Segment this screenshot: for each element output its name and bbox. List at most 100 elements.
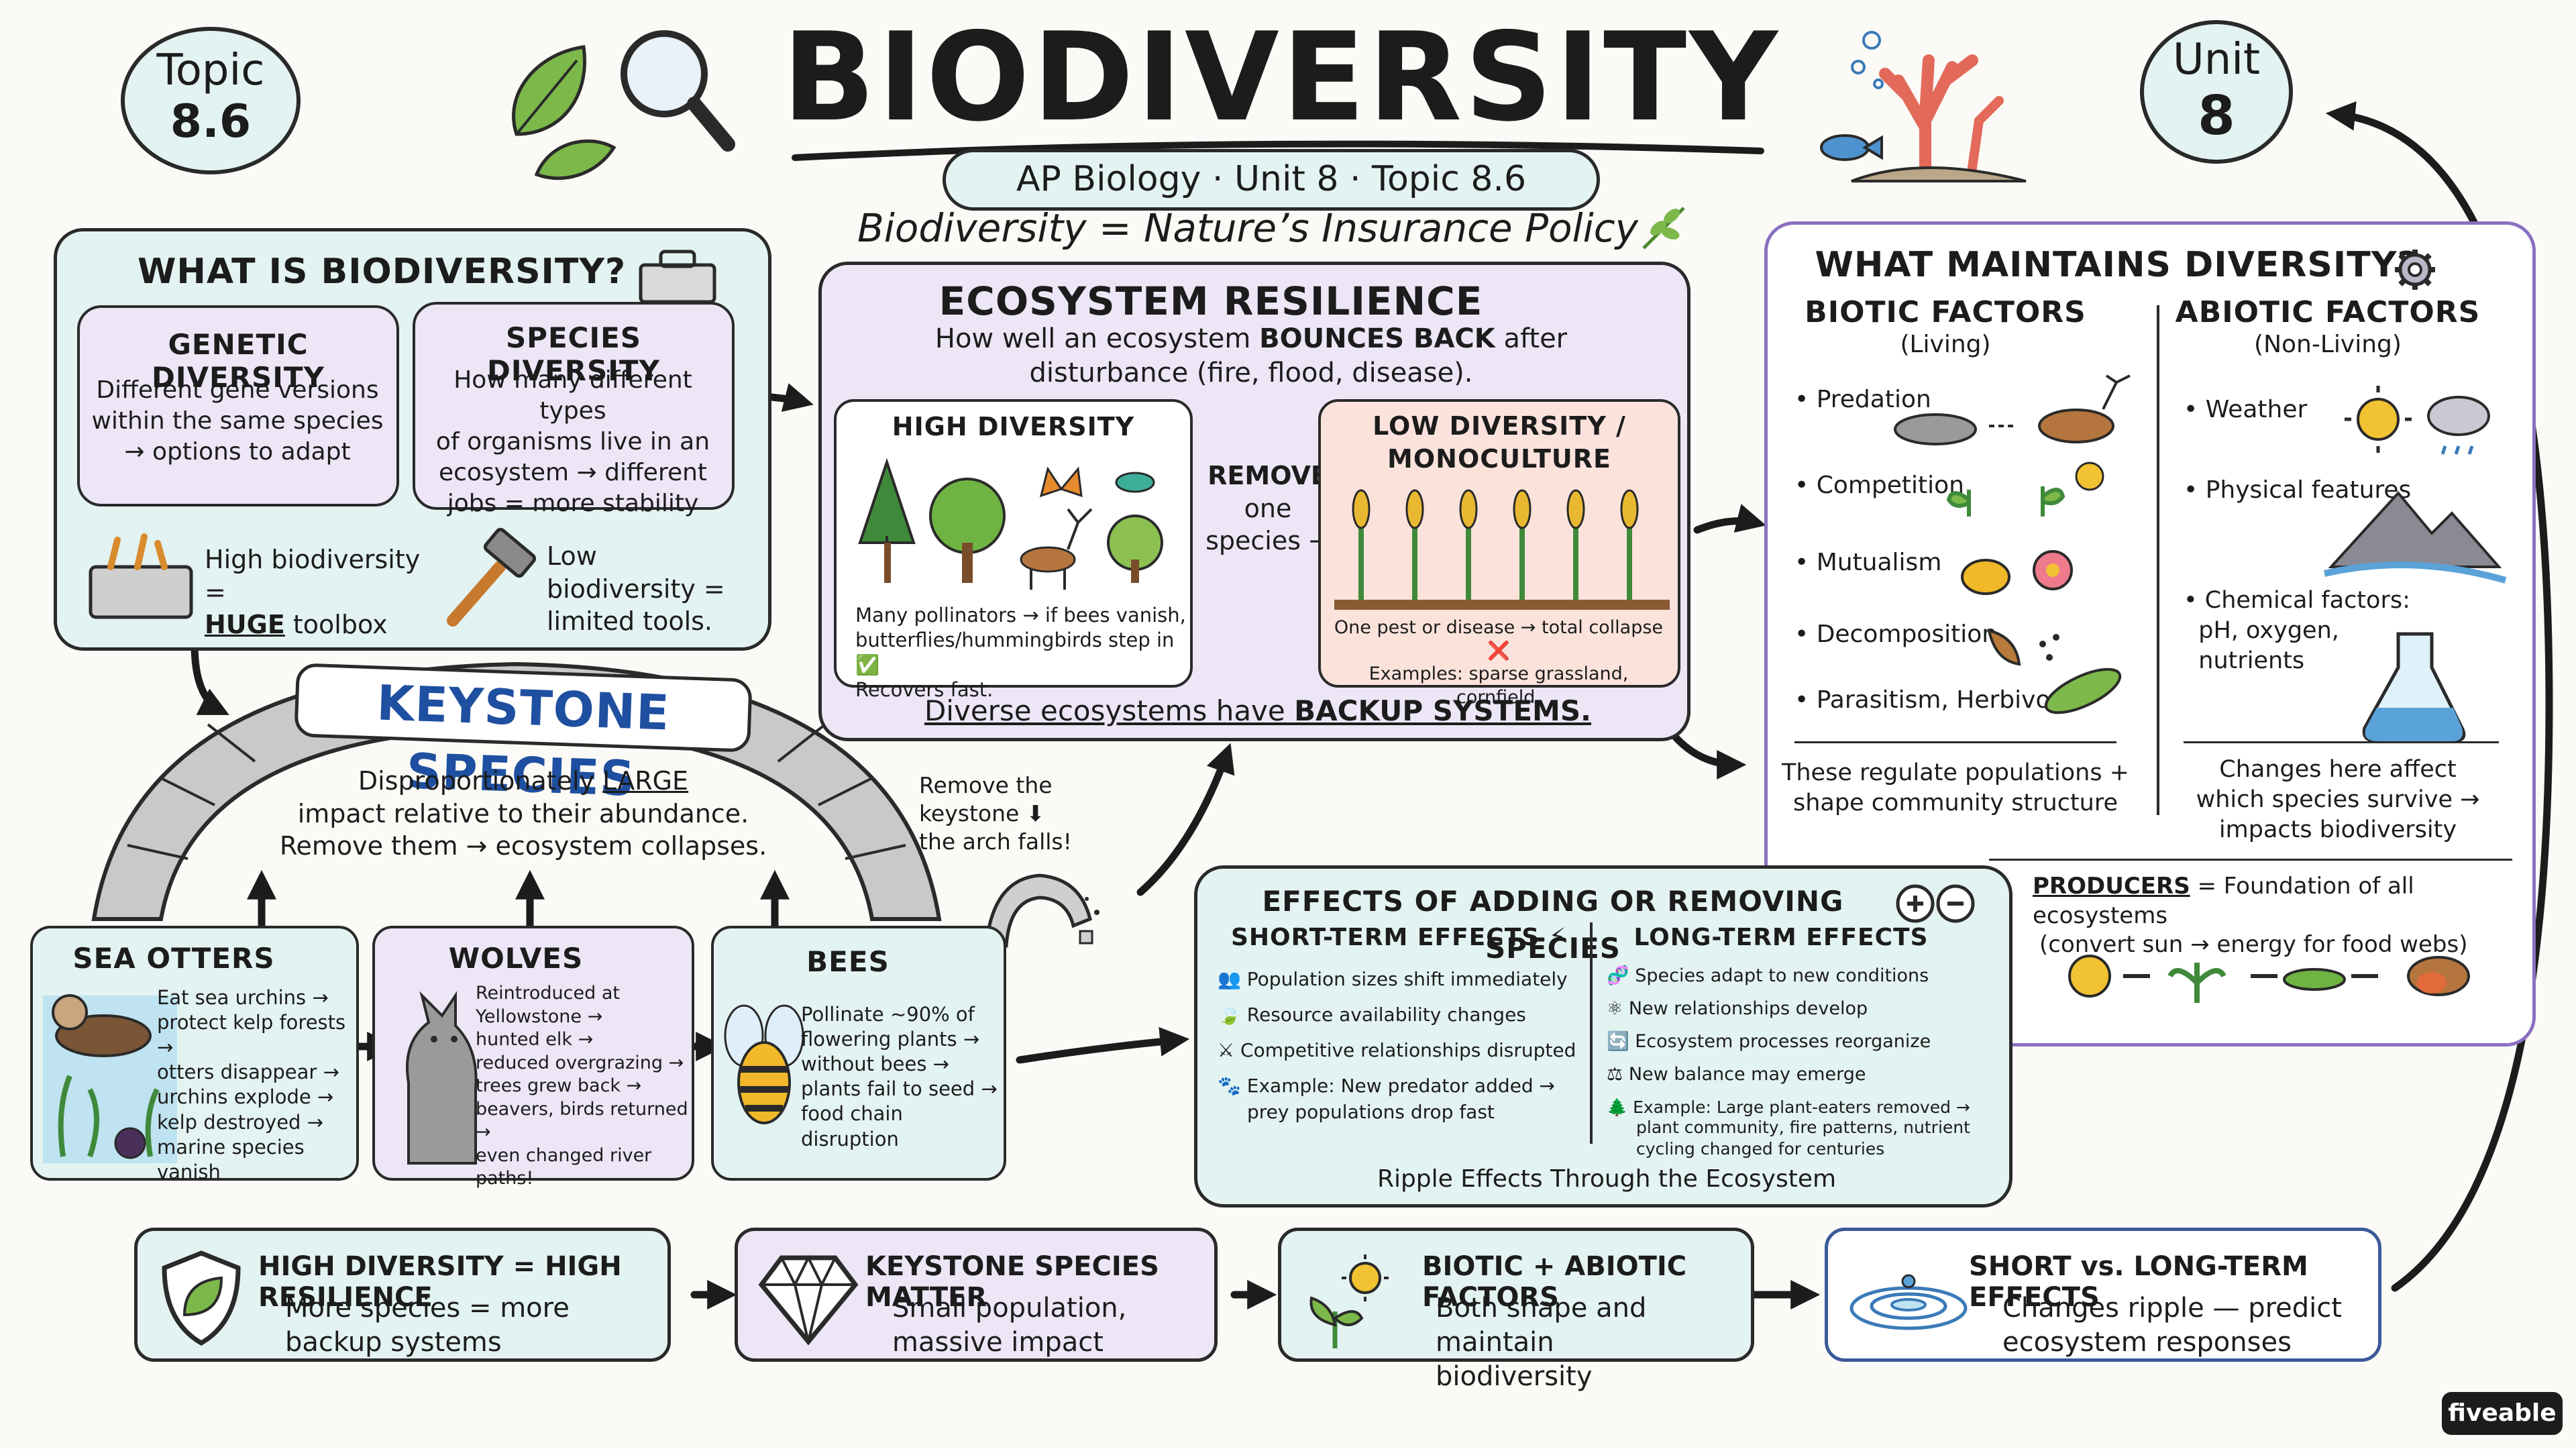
low-diversity-line: One pest or disease → total collapse ❌ — [1334, 617, 1664, 661]
long-term-tail-line: cycling changed for centuries — [1636, 1139, 1885, 1159]
species-text-line: ecosystem → different — [438, 459, 708, 487]
summary-text-line: Small population, — [892, 1293, 1127, 1324]
coral-reef-icon — [1820, 31, 2027, 182]
biotic-item-label: Competition — [1816, 472, 1964, 499]
effects-panel: EFFECTS OF ADDING OR REMOVING SPECIES SH… — [1194, 865, 2012, 1208]
effects-title: EFFECTS OF ADDING OR REMOVING SPECIES — [1262, 885, 1844, 965]
otters-line: kelp destroyed → — [157, 1110, 323, 1134]
resilience-footer: Diverse ecosystems have BACKUP SYSTEMS. — [822, 694, 1694, 727]
remove-label-line: species → — [1205, 526, 1330, 556]
what-is-biodiversity-panel: WHAT IS BIODIVERSITY? GENETIC DIVERSITY … — [54, 228, 771, 651]
low-biodiversity-note: Low biodiversity = limited tools. — [547, 540, 748, 638]
abiotic-footer-line: which species survive → — [2196, 786, 2480, 813]
biotic-item-label: Mutualism — [1816, 549, 1942, 576]
abiotic-item-label: pH, oxygen, — [2198, 616, 2339, 644]
wolves-text: Reintroduced at Yellowstone → hunted elk… — [476, 982, 697, 1191]
bee-icon — [724, 1004, 804, 1124]
long-term-tail-line: plant community, fire patterns, nutrient — [1636, 1118, 1970, 1137]
summary-title: BIOTIC + ABIOTIC FACTORS — [1422, 1251, 1687, 1313]
low-diversity-title: LOW DIVERSITY / MONOCULTURE — [1321, 410, 1678, 475]
summary-text: More species = more backup systems — [285, 1291, 570, 1360]
bees-line: flowering plants → — [801, 1028, 980, 1051]
biotic-item-label: Decomposition — [1816, 621, 1998, 648]
abiotic-footer-line: impacts biodiversity — [2218, 816, 2457, 843]
keystone-desc-line: Remove them → ecosystem collapses. — [279, 831, 767, 861]
biotic-item: • Parasitism, Herbivory — [1794, 686, 2075, 714]
low-note-line: limited tools. — [547, 606, 712, 637]
unit-badge: Unit 8 — [2140, 20, 2293, 164]
long-term-list: 🧬 Species adapt to new conditions ⚛ New … — [1607, 959, 2009, 1160]
abiotic-item-label: Chemical factors: — [2204, 587, 2410, 614]
high-biodiversity-note: High biodiversity = HUGE toolbox — [205, 543, 426, 641]
species-diversity-card: SPECIES DIVERSITY How many different typ… — [413, 302, 735, 517]
bees-line: plants fail to seed → — [801, 1077, 998, 1101]
abiotic-title: ABIOTIC FACTORS — [2175, 295, 2481, 329]
resilience-desc-pre: How well an ecosystem — [934, 323, 1260, 354]
genetic-diversity-text: Different gene versions within the same … — [87, 375, 388, 468]
short-term-item: ⚔ Competitive relationships disrupted — [1218, 1032, 1587, 1068]
summary-text-line: Changes ripple — predict — [2002, 1293, 2342, 1324]
maintains-diversity-panel: WHAT MAINTAINS DIVERSITY? BIOTIC FACTORS… — [1764, 221, 2536, 1046]
sea-otters-card: SEA OTTERS Eat sea urchins → protect kel… — [30, 926, 359, 1183]
cornfield-icon — [1334, 489, 1670, 610]
topic-badge-label: Topic — [156, 46, 265, 95]
resilience-desc-emph: BOUNCES BACK — [1259, 323, 1495, 354]
abiotic-item-label: Physical features — [2205, 476, 2412, 504]
tree-icon: 🌲 — [1607, 1097, 1628, 1117]
sprig-icon — [1642, 207, 1685, 250]
biotic-item: • Mutualism — [1794, 549, 1942, 576]
abiotic-illustrations — [2323, 386, 2507, 743]
low-diversity-title-line: LOW DIVERSITY / — [1373, 411, 1626, 441]
biotic-item-label: Parasitism, Herbivory — [1816, 686, 2075, 714]
forest-scene-icon — [858, 458, 1163, 590]
summary-text: Small population, massive impact — [892, 1291, 1126, 1360]
abiotic-item: • Physical features — [2184, 476, 2412, 504]
biotic-item: • Competition — [1794, 472, 1964, 499]
resilience-footer-pre: Diverse ecosystems have — [924, 694, 1295, 727]
genetic-text-line: within the same species — [91, 407, 384, 435]
leaf-icon: 🍃 — [1218, 1004, 1241, 1026]
high-note-line2: HUGE toolbox — [205, 608, 426, 641]
magnifier-icon — [621, 30, 735, 152]
network-icon: ⚛ — [1607, 998, 1623, 1019]
otters-line: marine species vanish — [157, 1135, 305, 1183]
high-diversity-line: Many pollinators → if bees vanish, — [855, 604, 1186, 627]
ecosystem-resilience-panel: ECOSYSTEM RESILIENCE How well an ecosyst… — [818, 262, 1690, 741]
long-term-item: 🔄 Ecosystem processes reorganize — [1607, 1025, 2009, 1058]
biotic-footer: These regulate populations + shape commu… — [1781, 758, 2130, 818]
open-toolbox-icon — [89, 533, 193, 619]
high-note-line: High biodiversity = — [205, 545, 421, 607]
remove-one-species-label: REMOVE one species → — [1197, 460, 1338, 557]
bees-text: Pollinate ~90% of flowering plants → wit… — [801, 1002, 1002, 1152]
resilience-desc-post: after — [1495, 323, 1568, 354]
topic-badge-number: 8.6 — [170, 95, 252, 148]
long-term-label: Example: Large plant-eaters removed → — [1633, 1097, 1970, 1117]
abiotic-footer: Changes here affect which species surviv… — [2170, 755, 2506, 845]
gear-icon — [2395, 250, 2435, 290]
long-term-label: New relationships develop — [1628, 998, 1868, 1019]
short-term-label: Competitive relationships disrupted — [1240, 1039, 1576, 1061]
wolves-title: WOLVES — [448, 942, 584, 975]
low-note-line: Low biodiversity = — [547, 541, 725, 604]
remove-keystone-line: Remove the — [919, 772, 1053, 798]
long-term-label: New balance may emerge — [1628, 1064, 1866, 1085]
biotic-footer-line: These regulate populations + — [1781, 759, 2130, 786]
summary-title: KEYSTONE SPECIES MATTER — [865, 1251, 1159, 1313]
wolves-line: reduced overgrazing → — [476, 1052, 684, 1073]
group-icon: 👥 — [1218, 968, 1241, 990]
summary-card-diversity: HIGH DIVERSITY = HIGH RESILIENCE More sp… — [134, 1228, 671, 1362]
short-term-tail: prey populations drop fast — [1247, 1101, 1495, 1123]
species-text-line: jobs = more stability — [447, 490, 699, 518]
summary-title: SHORT vs. LONG-TERM EFFECTS — [1969, 1251, 2308, 1313]
effects-footer: Ripple Effects Through the Ecosystem — [1377, 1165, 1837, 1193]
summary-card-keystone: KEYSTONE SPECIES MATTER Small population… — [735, 1228, 1218, 1362]
producers-sub: (convert sun → energy for food webs) — [2039, 931, 2468, 959]
keystone-desc-emph: LARGE — [602, 766, 689, 796]
sea-otters-title: SEA OTTERS — [72, 942, 275, 975]
bees-card: BEES Pollinate ~90% of flowering plants … — [711, 926, 1006, 1181]
wolves-line: beavers, birds returned → — [476, 1098, 688, 1143]
resilience-title: ECOSYSTEM RESILIENCE — [938, 278, 1483, 324]
ripple-icon — [1849, 1274, 1968, 1330]
long-term-item: ⚛ New relationships develop — [1607, 992, 2009, 1025]
paw-icon: 🐾 — [1218, 1075, 1241, 1097]
